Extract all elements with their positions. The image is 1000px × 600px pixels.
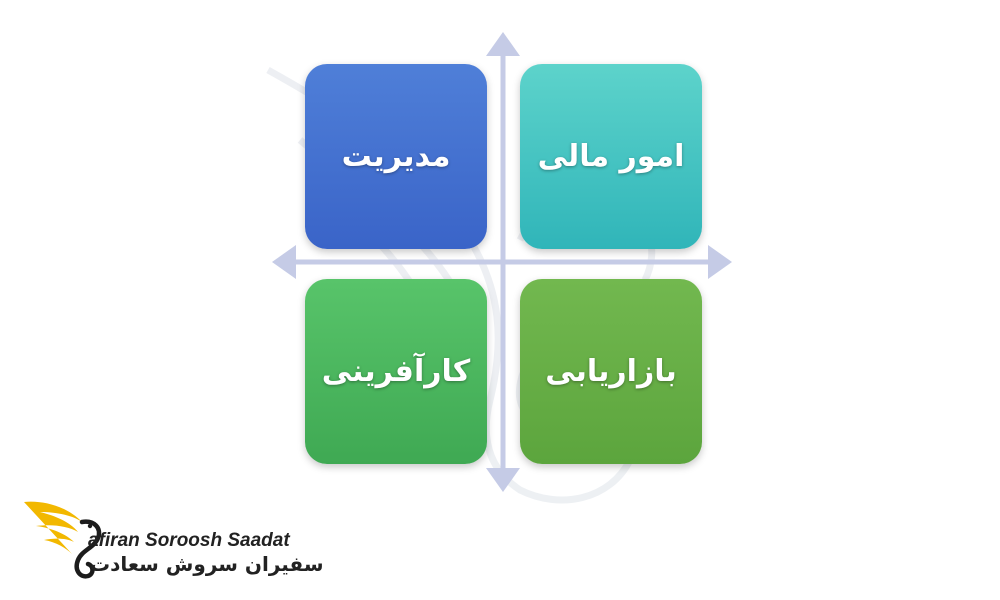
quadrant-entrepreneurship-label: کارآفرینی	[321, 354, 471, 389]
quadrant-marketing-label: بازاریابی	[545, 354, 677, 389]
quadrant-management: مدیریت	[305, 64, 487, 249]
golden-wing-bird-icon	[24, 501, 102, 579]
arrow-down-icon	[486, 468, 520, 492]
logo-name-persian: سفیران سروش سعادت	[90, 552, 324, 576]
quadrant-marketing: بازاریابی	[520, 279, 702, 464]
quadrant-entrepreneurship: کارآفرینی	[305, 279, 487, 464]
arrow-up-icon	[486, 32, 520, 56]
arrow-left-icon	[272, 245, 296, 279]
quadrant-finance-label: امور مالی	[537, 139, 685, 174]
logo-name-english: afiran Soroosh Saadat	[88, 530, 290, 551]
arrow-right-icon	[708, 245, 732, 279]
quadrant-finance: امور مالی	[520, 64, 702, 249]
company-logo: afiran Soroosh Saadat سفیران سروش سعادت	[22, 492, 324, 582]
quadrant-management-label: مدیریت	[341, 139, 451, 174]
